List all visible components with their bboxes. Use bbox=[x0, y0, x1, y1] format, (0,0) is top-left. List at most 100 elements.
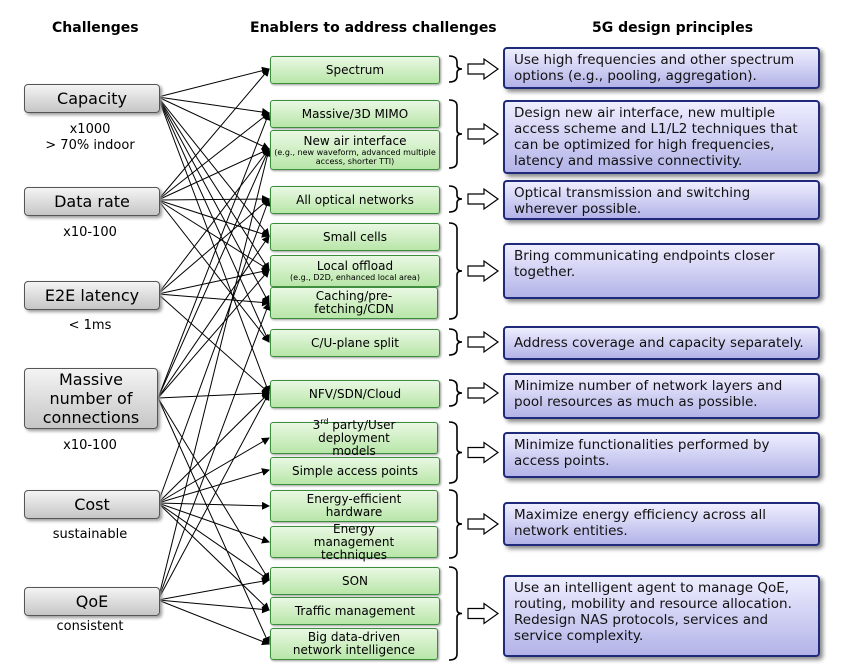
principle-optical-transmission: Optical transmission and switching where… bbox=[503, 180, 820, 220]
enabler-third-party: 3rd party/User deployment models bbox=[270, 417, 438, 457]
principle-high-frequencies: Use high frequencies and other spectrum … bbox=[503, 47, 820, 89]
connector-line bbox=[157, 199, 270, 343]
enabler-label: Big data-driven network intelligence bbox=[292, 630, 416, 657]
group-brace bbox=[448, 185, 463, 213]
connector-line bbox=[157, 397, 270, 581]
challenge-qoe-target: consistent bbox=[56, 619, 124, 634]
connector-line bbox=[157, 293, 270, 307]
connector-line bbox=[157, 392, 270, 504]
enabler-label: Energy management techniques bbox=[313, 521, 395, 562]
enabler-all-optical: All optical networks bbox=[270, 186, 440, 214]
connector-line bbox=[157, 599, 270, 614]
enabler-label: Spectrum bbox=[325, 62, 385, 77]
enabler-label: New air interface bbox=[303, 133, 407, 148]
connector-line bbox=[157, 501, 270, 510]
enabler-label: Small cells bbox=[322, 229, 388, 244]
principle-new-air-interface: Design new air interface, new multiple a… bbox=[503, 100, 820, 174]
connector-line bbox=[157, 468, 270, 504]
enabler-son: SON bbox=[270, 567, 440, 595]
challenge-cost-target: sustainable bbox=[52, 527, 128, 542]
group-brace bbox=[448, 222, 463, 320]
principle-coverage-capacity: Address coverage and capacity separately… bbox=[503, 326, 820, 360]
connector-line bbox=[157, 599, 270, 646]
connector-line bbox=[157, 198, 270, 295]
enabler-new-air-interface: New air interface (e.g., new waveform, a… bbox=[270, 130, 440, 170]
challenge-qoe: QoE bbox=[24, 587, 160, 616]
enabler-label: Local offload bbox=[316, 259, 394, 273]
principle-closer-endpoints: Bring communicating endpoints closer tog… bbox=[503, 243, 820, 299]
challenge-capacity-target: x1000 bbox=[69, 122, 111, 137]
connector-line bbox=[157, 267, 270, 295]
connector-line bbox=[157, 148, 272, 601]
connector-line bbox=[157, 198, 271, 504]
enabler-energy-management: Energy management techniques bbox=[270, 522, 438, 561]
connector-line bbox=[157, 148, 270, 201]
enabler-label: Energy-efficient hardware bbox=[306, 492, 402, 519]
connector-line bbox=[157, 502, 270, 611]
challenge-latency-target: < 1ms bbox=[68, 318, 112, 333]
block-arrow-icon bbox=[467, 602, 500, 625]
enabler-massive-mimo: Massive/3D MIMO bbox=[270, 100, 440, 128]
group-brace bbox=[448, 328, 463, 356]
block-arrow-icon bbox=[467, 441, 500, 464]
enabler-label: Simple access points bbox=[292, 463, 418, 478]
enabler-energy-hardware: Energy-efficient hardware bbox=[270, 490, 438, 522]
group-brace bbox=[448, 379, 463, 407]
connector-line bbox=[157, 389, 270, 399]
connector-line bbox=[157, 392, 270, 601]
enabler-note: (e.g., new waveform, advanced multiple a… bbox=[274, 147, 436, 166]
challenge-e2e-latency: E2E latency bbox=[24, 281, 160, 310]
enabler-simple-ap: Simple access points bbox=[270, 457, 440, 485]
enabler-label: All optical networks bbox=[296, 192, 414, 207]
connector-line bbox=[157, 148, 270, 399]
connector-line bbox=[157, 195, 270, 204]
enabler-label: Massive/3D MIMO bbox=[301, 106, 409, 121]
connector-line bbox=[157, 397, 270, 645]
connector-line bbox=[157, 66, 270, 98]
group-brace bbox=[448, 55, 463, 83]
connector-line bbox=[157, 199, 270, 238]
enabler-label: C/U-plane split bbox=[311, 335, 399, 350]
enabler-caching: Caching/pre-fetching/CDN bbox=[270, 287, 438, 319]
challenge-connections-target: x10-100 bbox=[63, 438, 117, 453]
connector-line bbox=[157, 293, 270, 394]
group-brace bbox=[448, 566, 463, 661]
enabler-traffic-management: Traffic management bbox=[270, 597, 440, 625]
connector-line bbox=[157, 96, 270, 150]
enabler-note: (e.g., D2D, enhanced local area) bbox=[290, 273, 420, 282]
connector-line bbox=[157, 235, 270, 399]
block-arrow-icon bbox=[467, 259, 500, 283]
connector-line bbox=[157, 68, 270, 201]
challenge-capacity: Capacity bbox=[24, 84, 160, 113]
challenge-capacity-indoor: > 70% indoor bbox=[45, 138, 135, 153]
enabler-label: NFV/SDN/Cloud bbox=[308, 386, 402, 401]
challenge-cost: Cost bbox=[24, 490, 160, 519]
connector-line bbox=[157, 96, 270, 271]
challenge-data-rate-target: x10-100 bbox=[63, 225, 117, 240]
connector-line bbox=[157, 148, 270, 295]
principle-minimize-layers: Minimize number of network layers and po… bbox=[503, 373, 820, 419]
connector-line bbox=[157, 502, 270, 581]
connector-line bbox=[157, 96, 271, 394]
group-brace bbox=[448, 99, 463, 169]
enabler-label: Traffic management bbox=[294, 603, 416, 618]
connector-line bbox=[157, 96, 270, 237]
group-brace bbox=[448, 489, 463, 559]
block-arrow-icon bbox=[467, 330, 500, 354]
enabler-label: Caching/pre-fetching/CDN bbox=[314, 289, 394, 316]
block-arrow-icon bbox=[467, 57, 500, 81]
connector-line bbox=[157, 502, 270, 544]
enabler-big-data: Big data-driven network intelligence bbox=[270, 628, 438, 660]
enabler-label: SON bbox=[341, 573, 369, 588]
connector-line bbox=[157, 302, 271, 601]
connector-line bbox=[157, 112, 271, 399]
enabler-cu-plane-split: C/U-plane split bbox=[270, 329, 440, 357]
connector-line bbox=[157, 112, 270, 201]
challenge-data-rate: Data rate bbox=[24, 187, 160, 216]
enabler-nfv-sdn-cloud: NFV/SDN/Cloud bbox=[270, 380, 440, 408]
connector-line bbox=[157, 269, 270, 399]
principle-intelligent-agent: Use an intelligent agent to manage QoE, … bbox=[503, 575, 820, 657]
principle-energy-efficiency: Maximize energy efficiency across all ne… bbox=[503, 502, 820, 546]
connector-line bbox=[157, 437, 270, 504]
